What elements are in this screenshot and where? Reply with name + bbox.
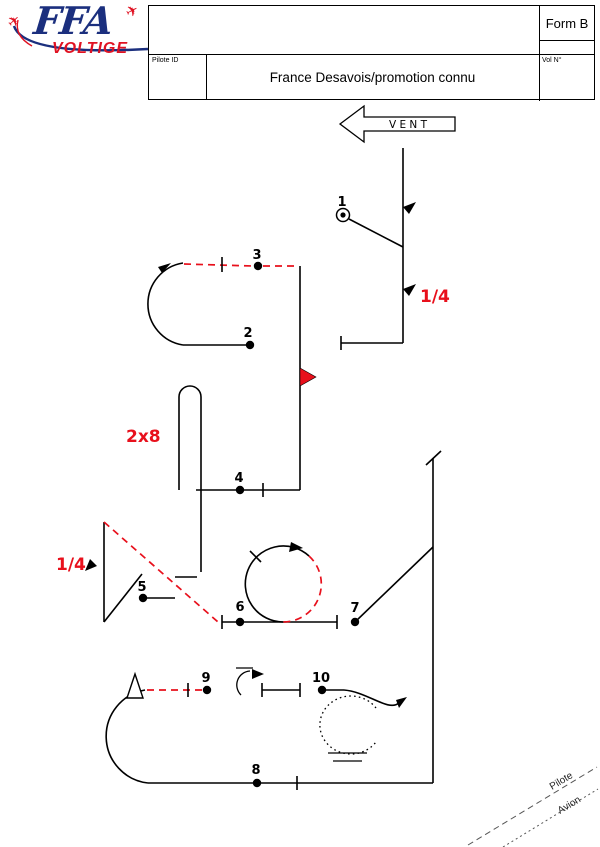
figure-10: 10 <box>312 671 407 762</box>
direction-arrow-icon <box>289 542 303 552</box>
figure-10-dot <box>317 685 327 695</box>
figure-1: 1 1/4 <box>335 148 450 350</box>
spin-triangle-icon <box>126 671 144 699</box>
figure-6: 6 <box>221 542 338 629</box>
logo-voltige-text: VOLTIGE <box>52 40 129 57</box>
logo-swoosh <box>12 19 149 52</box>
pilote-id-label: Pilote ID <box>152 57 179 64</box>
ffa-voltige-logo: ✈ FFA ✈ VOLTIGE <box>4 0 150 66</box>
figure-6-number: 6 <box>235 600 244 615</box>
figure-9-number: 9 <box>201 671 210 686</box>
pennant-flag-icon <box>299 367 317 387</box>
figure-9-dot <box>202 685 212 695</box>
roll-arrow-icon <box>403 284 416 296</box>
quarter-roll-annotation-left: 1/4 <box>56 555 86 575</box>
spin-ellipse <box>319 695 377 755</box>
form-b-cell: Form B <box>539 6 595 41</box>
figure-1-number: 1 <box>337 195 346 210</box>
sequence-title: France Desavois/promotion connu <box>269 69 476 85</box>
pilote-signature-line <box>467 766 598 846</box>
wind-arrow: V E N T <box>338 104 456 144</box>
quarter-roll-annotation-right: 1/4 <box>420 287 450 307</box>
roll-arrow-icon <box>85 559 97 571</box>
figure-7-number: 7 <box>350 601 359 616</box>
two-eights-roll-annotation: 2x8 <box>126 427 161 447</box>
figure-8-number: 8 <box>251 763 260 778</box>
figure-4-number: 4 <box>234 471 243 486</box>
roll-arrow-icon <box>403 202 416 214</box>
figure-5: 5 1/4 <box>56 521 219 623</box>
vol-number-label: Vol N° <box>542 57 562 64</box>
pilote-signature-label: Pilote <box>548 770 575 793</box>
form-divider-mid <box>206 54 207 100</box>
figure-5-number: 5 <box>137 580 146 595</box>
figure-boundary-tick <box>425 450 442 466</box>
figure-3-dot <box>253 261 263 271</box>
figure-9: 9 <box>126 667 301 699</box>
figure-8: 8 <box>105 689 433 790</box>
avion-signature-line <box>502 788 599 847</box>
form-divider-right <box>539 6 540 101</box>
form-divider-horizontal <box>149 54 594 55</box>
start-dot <box>340 212 346 218</box>
wind-arrow-shape <box>338 104 456 144</box>
figure-4: 4 2x8 <box>126 385 300 578</box>
loop-tick <box>249 550 262 563</box>
figure-3-number: 3 <box>252 248 261 263</box>
figure-2: 2 <box>147 257 255 350</box>
direction-arrow-icon <box>158 263 171 273</box>
roll-arrow-icon <box>252 669 264 679</box>
form-header: Form B Pilote ID Vol N° France Desavois/… <box>148 5 595 101</box>
figure-3: 3 <box>252 248 317 490</box>
direction-arrow-icon <box>396 697 407 708</box>
signature-area: Pilote Avion <box>467 766 599 847</box>
wind-label: V E N T <box>389 119 428 131</box>
figure-2-number: 2 <box>243 326 252 341</box>
figure-10-number: 10 <box>312 671 330 686</box>
avion-signature-label: Avion <box>556 794 583 816</box>
figure-7: 7 <box>350 450 442 783</box>
